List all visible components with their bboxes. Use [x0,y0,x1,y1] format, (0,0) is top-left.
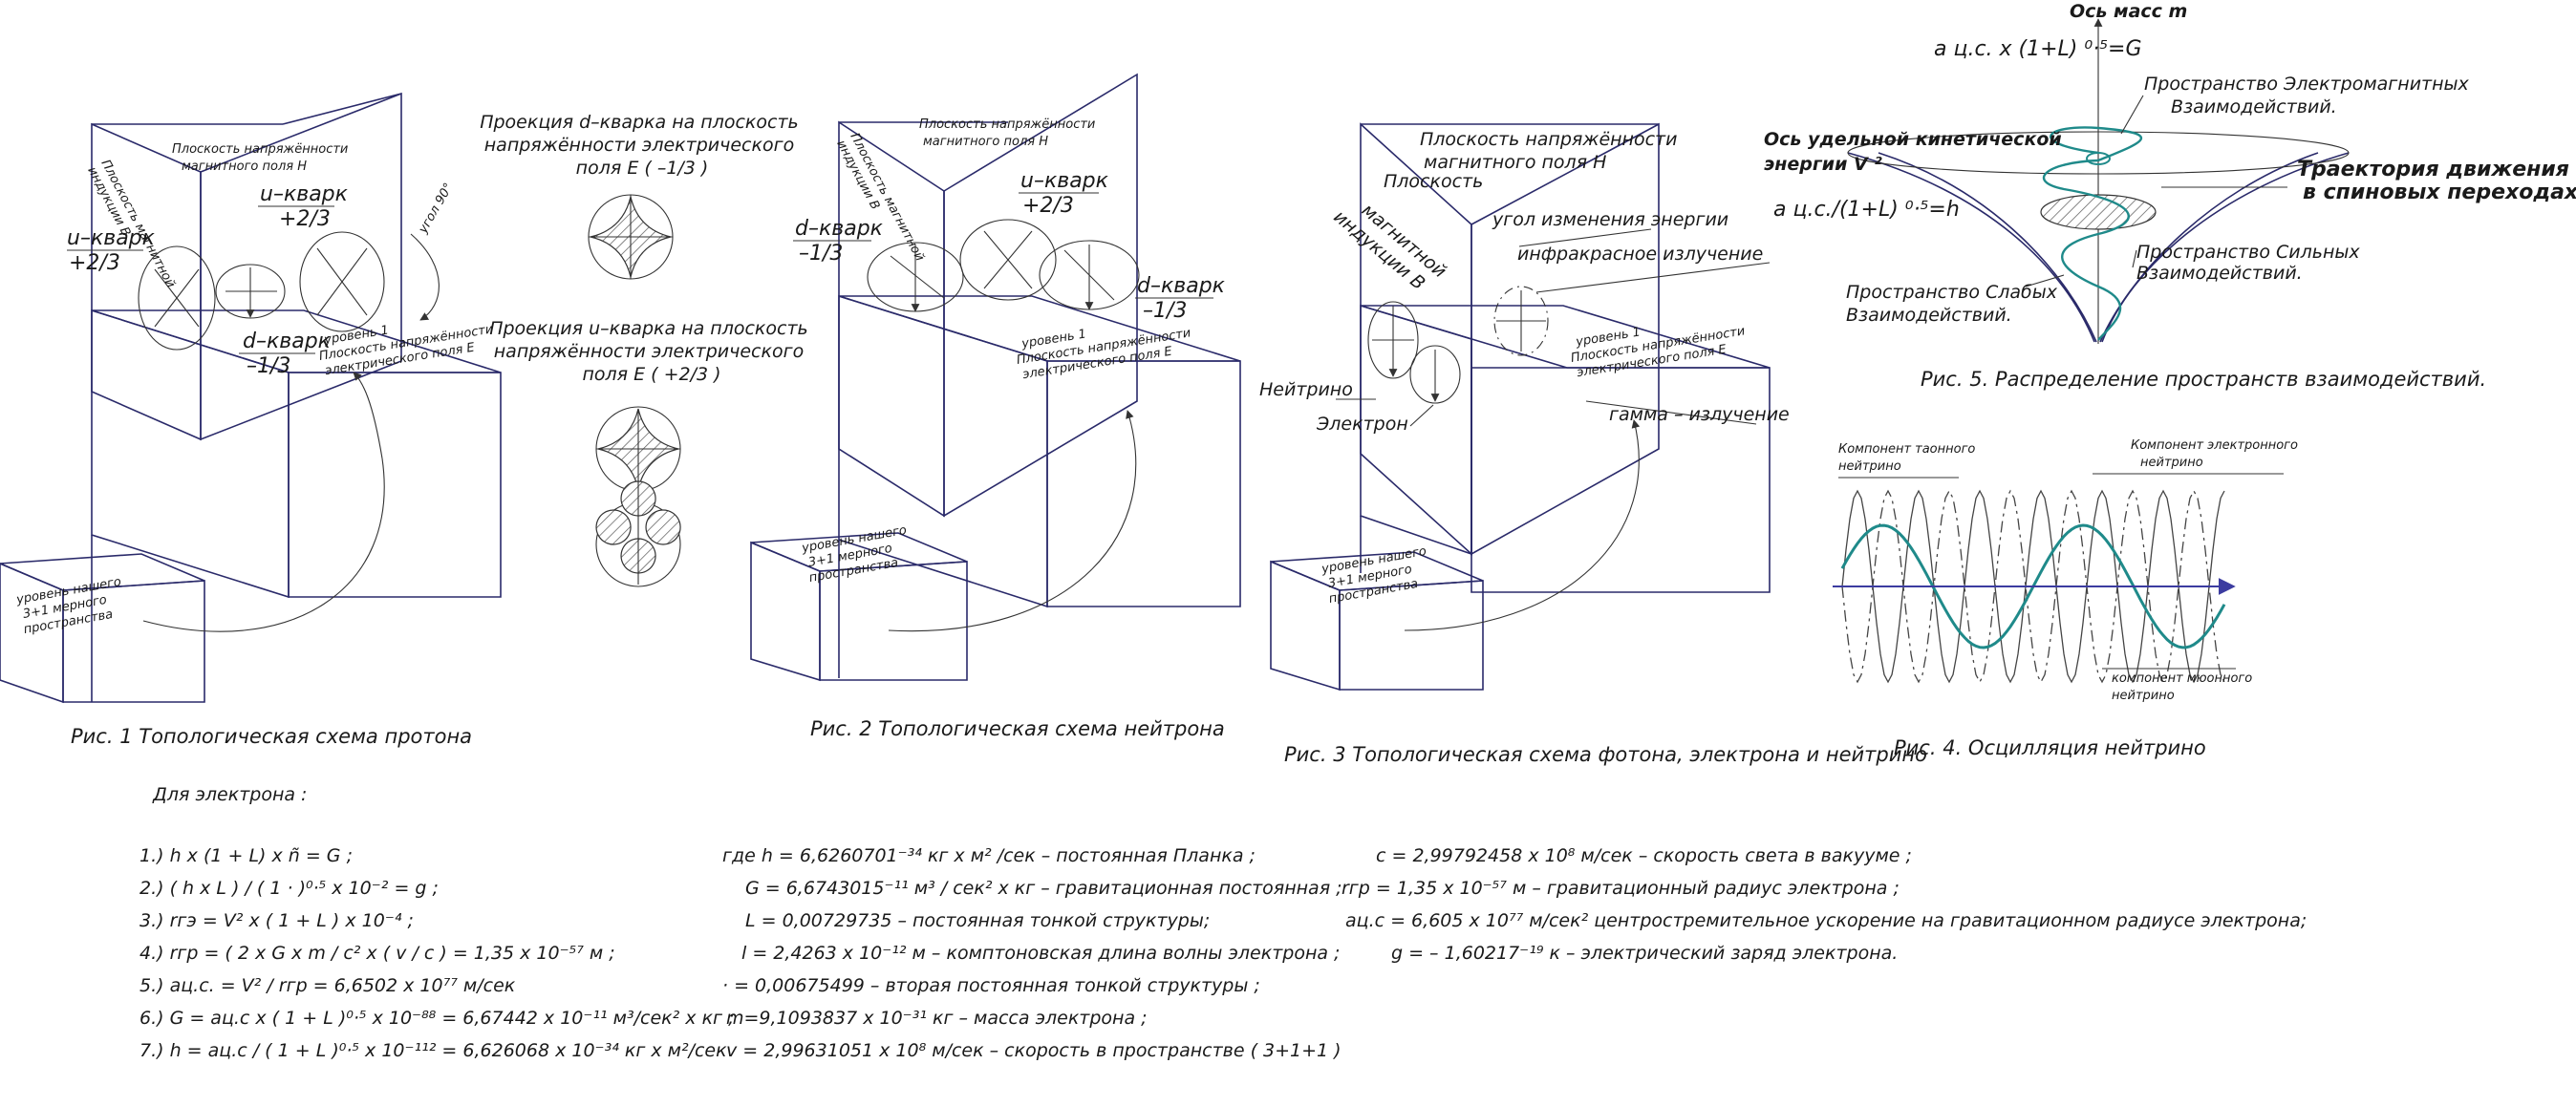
fig5-formula-h: а ц.с./(1+L) ⁰·⁵=h [1773,198,1960,222]
fig2-caption: Рис. 2 Топологическая схема нейтрона [810,717,1225,740]
fig4-mu-label: компонент мюонного нейтрино [2112,671,2256,703]
fig1-base-label: уровень нашего 3+1 мерного пространства [14,574,132,637]
formula-col1-5: 5.) aц.с. = V² / rгр = 6,6502 x 10⁷⁷ м/с… [140,975,516,996]
fig3-ir-label: инфракрасное излучение [1517,244,1763,265]
formula-col2-4: l = 2,4263 x 10⁻¹² м – комптоновская дли… [741,943,1340,964]
formula-col1-7: 7.) h = aц.с / ( 1 + L )⁰·⁵ x 10⁻¹¹² = 6… [140,1040,727,1061]
formulas-heading: Для электрона : [152,784,307,805]
fig3-electron-label: Электрон [1316,414,1408,435]
formula-col3-1: c = 2,99792458 x 10⁸ м/сек – скорость св… [1376,845,1912,866]
fig4-caption: Рис. 4. Осцилляция нейтрино [1894,736,2206,759]
fig3-base-label: уровень нашего 3+1 мерного пространства [1320,543,1437,607]
fig3-caption: Рис. 3 Топологическая схема фотона, элек… [1284,743,1927,766]
electron-formulas: Для электрона : 1.) h x (1 + L) x ñ = G … [140,784,2307,1061]
formula-col3-3: aц.с = 6,605 x 10⁷⁷ м/сек² центростремит… [1345,910,2307,931]
proj-u-title: Проекция u–кварка на плоскость напряжённ… [489,318,814,385]
fig5-interactions: Ось масс m а ц.с. х (1+L) ⁰·⁵=G Ось удел… [1764,1,2576,391]
fig2-neutron: Плоскость напряжённости магнитного поля … [750,73,1241,740]
fig4-tau-label: Компонент таонного нейтрино [1838,442,1980,474]
fig3-plane-h-label: Плоскость напряжённости магнитного поля … [1420,129,1684,173]
fig2-d-quark-left: d–кварк –1/3 [795,217,890,266]
formula-col2-5: · = 0,00675499 – вторая постоянная тонко… [722,975,1260,996]
fig1-plane-h-label: Плоскость напряжённости магнитного поля … [172,142,353,174]
formula-col1-1: 1.) h x (1 + L) x ñ = G ; [140,845,353,866]
fig1-d-quark: d–кварк –1/3 [243,330,337,378]
fig5-weak-space: Пространство Слабых Взаимодействий. [1846,282,2063,326]
fig5-mass-axis: Ось масс m [2070,1,2187,22]
formula-col3-2: rгр = 1,35 x 10⁻⁵⁷ м – гравитационный ра… [1342,878,1900,899]
fig1-level1-label: уровень 1 Плоскость напряжённости электр… [315,307,501,379]
formula-col2-3: L = 0,00729735 – постоянная тонкой струк… [745,910,1210,931]
fig4-oscillation: Компонент таонного нейтрино Компонент эл… [1833,438,2302,759]
fig1-u-quark-left: u–кварк +2/3 [67,226,161,275]
fig2-u-quark: u–кварк +2/3 [1020,169,1115,218]
fig3-angle-label: угол изменения энергии [1492,209,1728,230]
formula-col1-6: 6.) G = aц.с x ( 1 + L )⁰·⁵ x 10⁻⁸⁸ = 6,… [140,1008,734,1029]
quark-projections: Проекция d–кварка на плоскость напряжённ… [480,112,814,587]
fig1-u-quark-right: u–кварк +2/3 [260,182,354,231]
fig5-kin-axis: Ось удельной кинетической энергии V ² [1764,129,2068,175]
fig2-base-label: уровень нашего 3+1 мерного пространства [800,522,917,585]
fig3-plane-b-label: Плоскость [1384,171,1483,192]
formula-col1-4: 4.) rгр = ( 2 x G x m / c² x ( v / c ) =… [140,943,615,964]
fig3-level1-label: уровень 1 Плоскость напряжённости электр… [1567,309,1752,381]
fig5-strong-space: Пространство Сильных Взаимодействий. [2136,242,2366,284]
fig1-proton: Плоскость напряжённости магнитного поля … [0,92,502,748]
fig5-formula-g: а ц.с. х (1+L) ⁰·⁵=G [1934,37,2142,61]
fig5-caption: Рис. 5. Распределение пространств взаимо… [1921,368,2486,391]
formula-col2-7: v = 2,99631051 x 10⁸ м/сек – скорость в … [726,1040,1342,1061]
formula-col2-1: где h = 6,6260701⁻³⁴ кг x м² /сек – пост… [722,845,1256,866]
fig5-em-space: Пространство Электромагнитных Взаимодейс… [2144,74,2475,117]
fig4-el-label: Компонент электронного нейтрино [2131,438,2302,470]
formula-col1-2: 2.) ( h x L ) / ( 1 · )⁰·⁵ x 10⁻² = g ; [140,878,439,899]
fig2-d-quark-right: d–кварк –1/3 [1137,274,1232,323]
formula-col3-4: g = – 1,60217⁻¹⁹ к – электрический заряд… [1391,943,1898,964]
fig3-gamma-label: гамма – излучение [1609,404,1790,425]
formula-col1-3: 3.) rгэ = V² x ( 1 + L ) x 10⁻⁴ ; [140,910,414,931]
fig3-plane-b-label-2: магнитной индукции В [1330,188,1455,303]
proj-d-title: Проекция d–кварка на плоскость напряжённ… [480,112,805,179]
fig3-neutrino-label: Нейтрино [1259,379,1353,400]
fig1-angle-label: угол 90° [416,181,456,237]
formula-col2-6: m=9,1093837 x 10⁻³¹ кг – масса электрона… [726,1008,1148,1029]
fig1-caption: Рис. 1 Топологическая схема протона [71,725,472,748]
fig2-plane-h-label: Плоскость напряжённости магнитного поля … [919,117,1100,149]
fig3-photon: Плоскость напряжённости магнитного поля … [1259,122,1927,766]
formula-col2-2: G = 6,6743015⁻¹¹ м³ / сек² x кг – гравит… [745,878,1342,899]
fig5-trajectory: Траектория движения частиц в спиновых пе… [2297,158,2576,204]
